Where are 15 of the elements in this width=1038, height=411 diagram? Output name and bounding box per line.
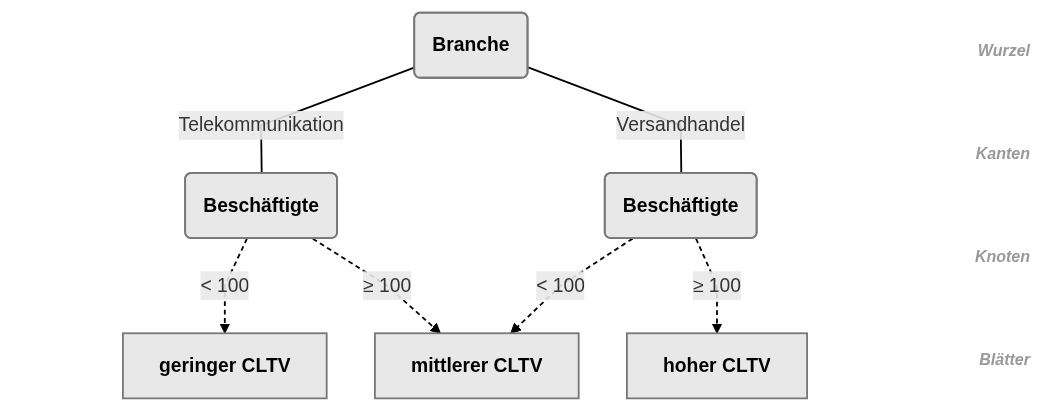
edge-label: Versandhandel (616, 114, 746, 135)
level-label: Wurzel (977, 42, 1030, 61)
arrow (510, 237, 634, 334)
level-label: Blätter (979, 350, 1030, 369)
level-label: Kanten (975, 145, 1030, 164)
node-box: geringer CLTV (122, 332, 328, 400)
node-box: mittlerer CLTV (374, 332, 580, 400)
edge-label: < 100 (200, 274, 250, 296)
arrow (311, 237, 441, 334)
edge-label: Telekommunikation (178, 114, 344, 135)
edge-label: < 100 (536, 274, 585, 296)
level-label: Knoten (974, 247, 1030, 266)
edge-label: ≥ 100 (363, 274, 412, 296)
node-box: hoher CLTV (626, 332, 808, 400)
edge-label: ≥ 100 (692, 274, 742, 296)
